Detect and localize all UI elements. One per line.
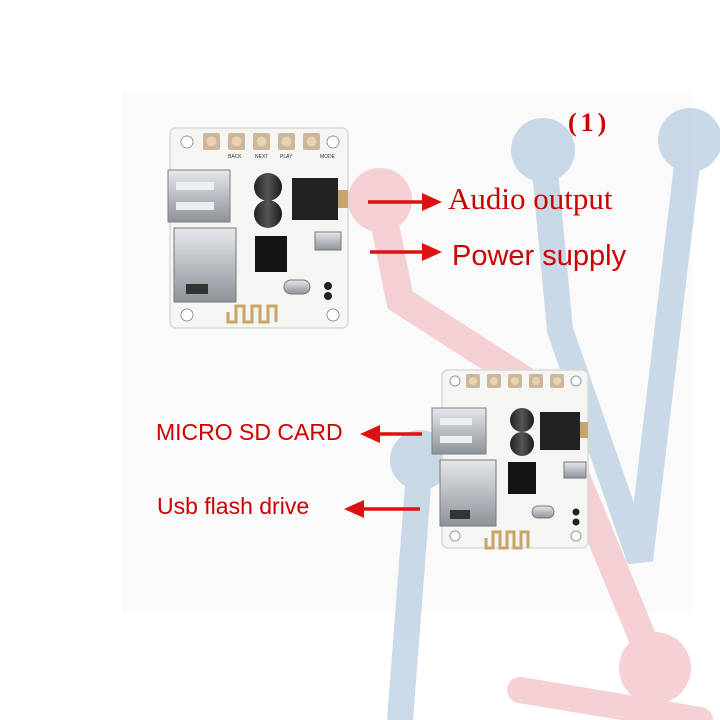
- watermark-red: [348, 168, 713, 720]
- arrow-usb-flash-drive: [344, 500, 420, 518]
- usb-a-port: [167, 169, 231, 223]
- label-power-supply: Power supply: [452, 240, 627, 272]
- arrow-power-supply: [370, 243, 442, 261]
- label-audio-output: Audio output: [448, 181, 613, 216]
- tact-buttons: [466, 374, 564, 388]
- label-micro-sd-card: MICRO SD CARD: [156, 419, 343, 445]
- usb-a-port: [431, 407, 487, 455]
- bluetooth-mp3-board-top: BACK NEXT PLAY MODE: [167, 127, 349, 329]
- arrow-micro-sd-card: [360, 425, 422, 443]
- antenna-trace: [484, 530, 530, 550]
- crystal: [283, 279, 311, 295]
- arrow-audio-output: [368, 193, 442, 211]
- silk-next: NEXT: [255, 154, 268, 160]
- capacitor: [254, 200, 282, 228]
- ic-chip: [508, 462, 536, 494]
- micro-usb-port: [563, 461, 587, 479]
- label-usb-flash-drive: Usb flash drive: [157, 493, 310, 519]
- silk-play: PLAY: [280, 154, 293, 160]
- figure-number: (1): [568, 108, 611, 137]
- watermark-blue: [387, 108, 720, 720]
- ic-chip: [255, 236, 287, 272]
- crystal: [531, 505, 555, 519]
- capacitor: [254, 173, 282, 201]
- micro-usb-port: [314, 231, 342, 251]
- antenna-trace: [226, 304, 278, 324]
- silk-back: BACK: [228, 154, 242, 160]
- audio-jack: [292, 178, 338, 220]
- tact-buttons: [203, 133, 320, 150]
- capacitor: [510, 432, 534, 456]
- audio-jack: [540, 412, 580, 450]
- bluetooth-mp3-board-bottom: [431, 369, 589, 550]
- silk-mode: MODE: [320, 154, 336, 160]
- capacitor: [510, 408, 534, 432]
